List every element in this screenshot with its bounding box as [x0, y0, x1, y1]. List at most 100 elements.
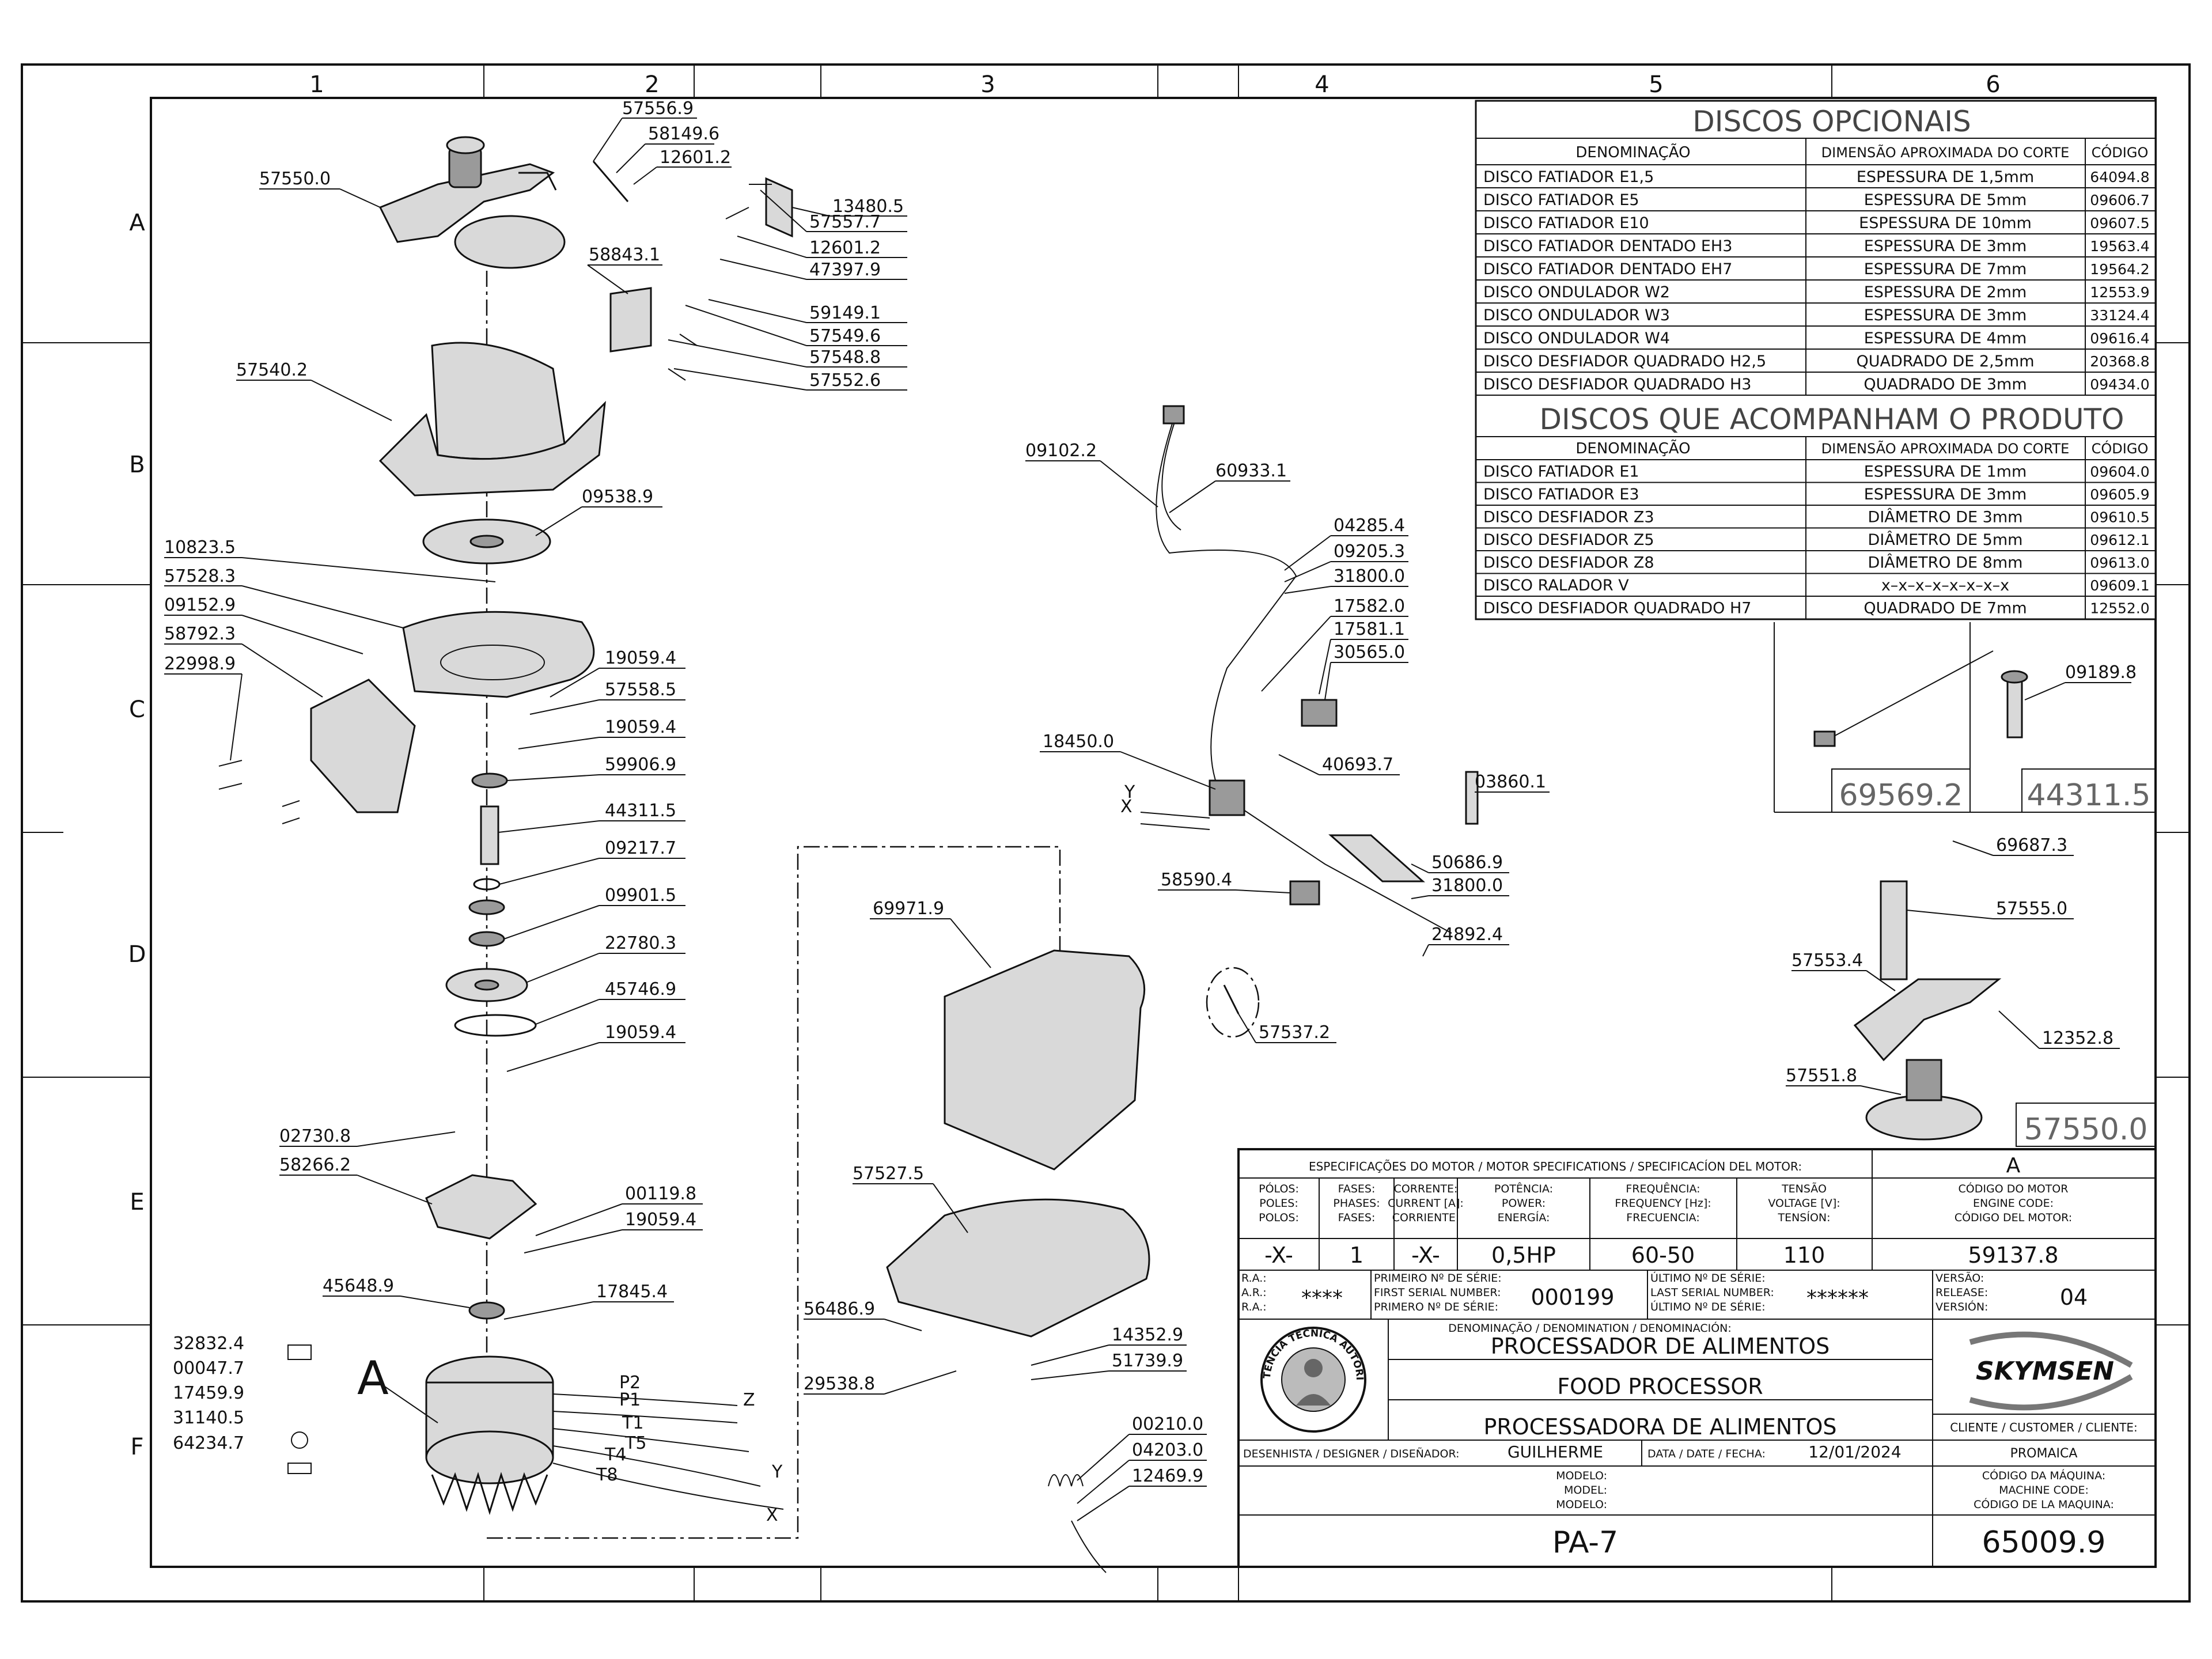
column-label-3: 3	[980, 71, 995, 98]
optional-discs-row-8-col-2: 20368.8	[2090, 353, 2149, 370]
callout-30565-0: 30565.0	[1334, 642, 1405, 662]
callout-17845-4: 17845.4	[596, 1282, 668, 1302]
col-engine-es: CÓDIGO DEL MOTOR:	[1955, 1210, 2072, 1224]
callout-00047-7: 00047.7	[173, 1358, 244, 1378]
value-engine-code: 59137.8	[1968, 1243, 2058, 1268]
optional-discs-row-0-col-1: ESPESSURA DE 1,5mm	[1857, 168, 2034, 186]
wire-t8-label: T8	[596, 1465, 618, 1485]
col-freq-es: FRECUENCIA:	[1626, 1211, 1699, 1224]
model-label-es: MODELO:	[1556, 1498, 1607, 1511]
wire-t4-label: T4	[604, 1445, 626, 1465]
optional-discs-row-3-col-1: ESPESSURA DE 3mm	[1864, 237, 2027, 255]
callout-22780-3: 22780.3	[605, 933, 676, 953]
wire-p2-label: P2	[619, 1373, 641, 1393]
optional-discs-row-9-col-0: DISCO DESFIADOR QUADRADO H3	[1483, 376, 1751, 393]
callout-32832-4: 32832.4	[173, 1334, 244, 1354]
machine-code-label-es: CÓDIGO DE LA MAQUINA:	[1974, 1497, 2114, 1511]
row-label-d: D	[128, 941, 146, 968]
last-serial-value: ******	[1806, 1286, 1869, 1310]
optional-discs-row-2-col-0: DISCO FATIADOR E10	[1483, 214, 1649, 232]
callout-45746-9: 45746.9	[605, 979, 676, 999]
wire-y-label-harness: Y	[1124, 782, 1135, 802]
wire-t5-label: T5	[624, 1433, 646, 1453]
callout-58266-2: 58266.2	[279, 1155, 351, 1175]
version-label-pt: VERSÃO:	[1936, 1271, 1984, 1285]
col-voltage-es: TENSÍON:	[1777, 1211, 1830, 1224]
client-label: CLIENTE / CUSTOMER / CLIENTE:	[1950, 1421, 2138, 1434]
included-discs-row-2-col-2: 09610.5	[2090, 509, 2149, 526]
callout-57558-5: 57558.5	[605, 680, 676, 700]
callout-22998-9: 22998.9	[164, 654, 236, 674]
optional-discs-row-8-col-0: DISCO DESFIADOR QUADRADO H2,5	[1483, 353, 1766, 370]
included-discs-row-6-col-2: 12552.0	[2090, 600, 2149, 617]
sheet-frame: 1 2 3 4 5 6 A B C D E F	[21, 63, 2191, 1603]
parts-line-art	[218, 136, 2028, 1573]
included-discs-row-4-col-1: DIÂMETRO DE 8mm	[1868, 554, 2023, 572]
optional-discs-row-5-col-1: ESPESSURA DE 2mm	[1864, 283, 2027, 301]
col-power-en: POWER:	[1502, 1197, 1546, 1210]
callout-09901-5: 09901.5	[605, 885, 676, 906]
row-label-b: B	[129, 452, 145, 478]
callout-57556-9: 57556.9	[622, 99, 694, 119]
col-phases-en: PHASES:	[1333, 1197, 1380, 1210]
callout-12469-9: 12469.9	[1132, 1466, 1203, 1486]
optional-discs-row-4-col-0: DISCO FATIADOR DENTADO EH7	[1483, 260, 1732, 278]
value-power: 0,5HP	[1491, 1243, 1556, 1268]
callout-57553-4: 57553.4	[1791, 950, 1863, 971]
product-name-en: FOOD PROCESSOR	[1557, 1374, 1763, 1399]
skymsen-logo: SKYMSEN	[1969, 1331, 2133, 1411]
col-voltage-pt: TENSÃO	[1781, 1182, 1827, 1195]
callout-59906-9: 59906.9	[605, 755, 676, 775]
date-value: 12/01/2024	[1808, 1442, 1901, 1461]
callout-19059-4-d: 19059.4	[625, 1210, 696, 1230]
col-power-es: ENERGÍA:	[1498, 1211, 1550, 1224]
callout-60933-1: 60933.1	[1215, 461, 1287, 481]
optional-discs-row-5-col-2: 12553.9	[2090, 284, 2149, 301]
row-label-f: F	[130, 1434, 143, 1460]
col-engine-en: ENGINE CODE:	[1973, 1197, 2054, 1210]
callout-09538-9: 09538.9	[582, 487, 653, 507]
machine-code-label-en: MACHINE CODE:	[1999, 1484, 2089, 1497]
callout-03860-1: 03860.1	[1475, 772, 1546, 792]
last-serial-label-pt: ÚLTIMO Nº DE SÉRIE:	[1650, 1271, 1766, 1285]
included-discs-row-4-col-2: 09613.0	[2090, 555, 2149, 571]
row-label-a: A	[129, 210, 145, 236]
callout-00210-0: 00210.0	[1132, 1414, 1203, 1434]
included-discs-row-6-col-1: QUADRADO DE 7mm	[1863, 600, 2027, 618]
machine-code-label-pt: CÓDIGO DA MÁQUINA:	[1982, 1468, 2105, 1482]
optional-discs-row-3-col-0: DISCO FATIADOR DENTADO EH3	[1483, 237, 1732, 255]
callout-12352-8: 12352.8	[2042, 1028, 2113, 1048]
product-name-pt: PROCESSADOR DE ALIMENTOS	[1491, 1334, 1830, 1359]
optional-discs-row-4-col-2: 19564.2	[2090, 261, 2149, 278]
callout-labels-left: 57556.9 58149.6 12601.2 57550.0 13480.5 …	[164, 99, 904, 1453]
model-label-pt: MODELO:	[1556, 1469, 1607, 1482]
wire-z-label: Z	[743, 1390, 755, 1410]
optional-discs-row-1-col-0: DISCO FATIADOR E5	[1483, 191, 1639, 209]
value-frequency: 60-50	[1631, 1243, 1695, 1268]
callout-17582-0: 17582.0	[1334, 596, 1405, 616]
col-current-en: CURRENT [A]:	[1388, 1197, 1464, 1210]
callout-09152-9: 09152.9	[164, 595, 236, 615]
col-power-pt: POTÊNCIA:	[1494, 1182, 1553, 1195]
callout-labels-right: 09189.8 69687.3 57555.0 57553.4 12352.8 …	[1786, 662, 2137, 1086]
wire-x-label-harness: X	[1120, 797, 1132, 817]
column-label-6: 6	[1986, 71, 2000, 98]
model-value: PA-7	[1552, 1525, 1618, 1560]
callout-31140-5: 31140.5	[173, 1408, 244, 1428]
optional-discs-row-7-col-1: ESPESSURA DE 4mm	[1864, 329, 2027, 347]
callout-58149-6: 58149.6	[648, 124, 719, 144]
callout-69687-3: 69687.3	[1996, 835, 2067, 855]
included-discs-row-5-col-2: 09609.1	[2090, 577, 2149, 594]
callout-19059-4-a: 19059.4	[605, 648, 676, 668]
callout-47397-9: 47397.9	[809, 260, 881, 280]
callout-69971-9: 69971.9	[873, 899, 944, 919]
included-header-name: DENOMINAÇÃO	[1575, 439, 1690, 457]
included-discs-row-1-col-1: ESPESSURA DE 3mm	[1864, 486, 2027, 503]
box-label-44311-5: 44311.5	[2027, 778, 2150, 813]
column-label-1: 1	[309, 71, 324, 98]
callout-57557-7: 57557.7	[809, 212, 881, 232]
brand-name: SKYMSEN	[1976, 1357, 2114, 1386]
callout-59149-1: 59149.1	[809, 303, 881, 323]
optional-discs-row-9-col-1: QUADRADO DE 3mm	[1863, 376, 2027, 393]
